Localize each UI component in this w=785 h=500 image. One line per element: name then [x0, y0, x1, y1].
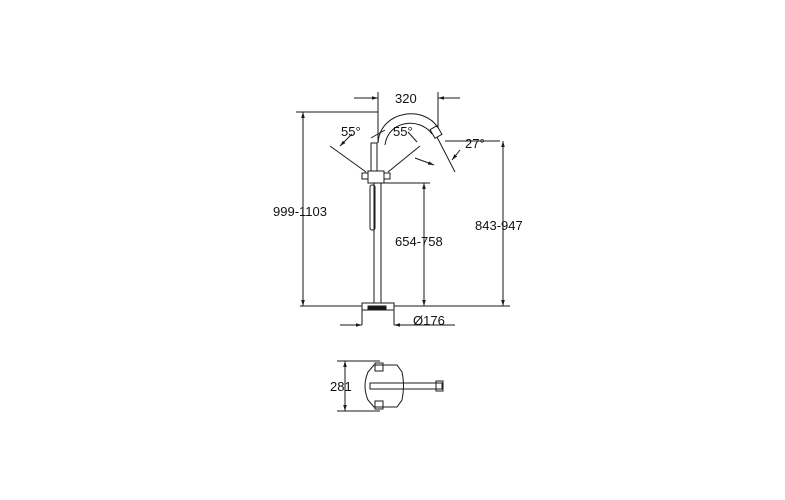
spout-angle-label: 27° — [465, 136, 485, 151]
plan-depth-dimension: 281 — [330, 379, 352, 394]
total-height-dimension: 999-1103 — [273, 204, 327, 219]
plan-view — [337, 360, 444, 412]
elevation-view — [296, 92, 510, 327]
base-diameter-dimension: Ø176 — [413, 313, 445, 328]
handle-angle-right-label: 55° — [393, 124, 413, 139]
spout-outlet-height-dimension: 843-947 — [475, 218, 523, 233]
handle-height-dimension: 654-758 — [395, 234, 443, 249]
handle-angle-left-label: 55° — [341, 124, 361, 139]
spout-reach-dimension: 320 — [395, 91, 417, 106]
